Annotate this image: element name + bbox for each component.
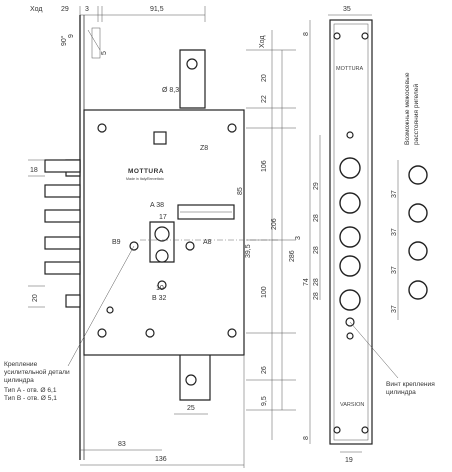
brand-plate-text: MOTTURA — [128, 168, 164, 175]
dim-z8: Z8 — [200, 145, 208, 152]
dim-17: 17 — [159, 214, 167, 221]
dim-fp-74: 74 — [303, 278, 310, 286]
dim-right-286: 286 — [289, 250, 296, 262]
dim-bottom-136: 136 — [155, 456, 167, 463]
dim-right-20: 20 — [261, 74, 268, 82]
callout-screw-2: цилиндра — [386, 389, 416, 396]
left-bolt-4 — [44, 236, 81, 250]
left-latch — [65, 294, 81, 308]
bottom-tab-hole — [185, 374, 197, 386]
callout-cylinder-screw: Винт крепления цилиндра — [349, 321, 435, 396]
dim-right-22: 22 — [261, 95, 268, 103]
left-section-view: 18 20 90° 9 5 — [28, 15, 108, 460]
option-bolt-3 — [408, 241, 428, 261]
dim-right-100: 100 — [261, 286, 268, 298]
left-bolt-1 — [44, 159, 81, 173]
bolt-spacing-options: Возможные межосевые расстояния ригелей 3… — [391, 72, 428, 320]
brand-small-text: Made in Italy/Brevettato — [126, 177, 164, 181]
option-bolt-4 — [408, 280, 428, 300]
dim-right-3: 3 — [295, 236, 302, 240]
dim-fp-8b: 8 — [303, 436, 310, 440]
dim-a8: A8 — [203, 239, 212, 246]
hod-side-label: Ход — [259, 36, 266, 48]
bottom-dimensions: 25 83 136 — [80, 355, 245, 468]
faceplate-view: 35 MOTTURA VARSION 8 29 28 28 28 74 28 8… — [303, 6, 373, 464]
left-bolt-5 — [44, 261, 81, 275]
faceplate-bolt-3 — [339, 226, 361, 248]
faceplate-bolt-1 — [339, 157, 361, 179]
dim-right-85: 85 — [237, 187, 244, 195]
side-note-line-1: Возможные межосевые — [404, 72, 411, 145]
callout-cyl-1: Крепление — [4, 361, 38, 368]
body-right-dimensions: Ход 20 22 106 85 206 39,5 100 26 9,5 286… — [237, 30, 302, 440]
dim-right-9-5: 9,5 — [261, 396, 268, 406]
dim-fp-28c: 28 — [313, 278, 320, 286]
dim-bottom-19: 19 — [345, 457, 353, 464]
callout-cyl-typeB: Тип B - отв. Ø 5,1 — [4, 395, 57, 402]
dim-a38: A 38 — [150, 202, 164, 209]
faceplate-bottom-text: VARSION — [340, 402, 364, 408]
left-bolt-3 — [44, 209, 81, 223]
dim-left-90: 90° — [60, 35, 68, 46]
dim-bottom-25: 25 — [187, 405, 195, 412]
dim-10: 10 — [156, 285, 164, 292]
dim-fp-29: 29 — [313, 182, 320, 190]
dim-phi83: Ø 8,3 — [162, 87, 179, 94]
faceplate-brand: MOTTURA — [336, 66, 364, 72]
dim-right-39-5: 39,5 — [245, 244, 252, 258]
side-note-line-2: расстояния ригелей — [412, 84, 420, 145]
faceplate-bolt-4 — [339, 255, 361, 277]
dim-fp-28b: 28 — [313, 246, 320, 254]
lock-body: MOTTURA Made in Italy/Brevettato A 38 17… — [83, 49, 280, 401]
dim-side-37b: 37 — [391, 228, 398, 236]
spindle-square — [153, 131, 167, 145]
dim-left-18: 18 — [30, 167, 38, 174]
top-tab-hole — [186, 58, 198, 70]
callout-cyl-2: усилительной детали — [4, 368, 70, 376]
hod-top-label: Ход — [30, 6, 42, 13]
dim-left-9: 9 — [68, 34, 75, 38]
dim-bottom-83: 83 — [118, 441, 126, 448]
dim-3: 3 — [85, 6, 89, 13]
callout-cyl-3: цилиндра — [4, 377, 34, 384]
dim-right-26: 26 — [261, 366, 268, 374]
dim-side-37c: 37 — [391, 266, 398, 274]
dim-left-5: 5 — [101, 51, 108, 55]
dim-b9: B9 — [112, 239, 121, 246]
callout-cylinder-reinforcement: Крепление усилительной детали цилиндра Т… — [4, 245, 135, 402]
dim-fp-28a: 28 — [313, 214, 320, 222]
dim-top-35: 35 — [343, 6, 351, 13]
dim-fp-8: 8 — [303, 32, 310, 36]
option-bolt-1 — [408, 165, 428, 185]
top-dimension-group: Ход 29 3 91,5 — [30, 6, 206, 22]
dim-side-37a: 37 — [391, 190, 398, 198]
left-bolt-2 — [44, 184, 81, 198]
callout-cyl-typeA: Тип A - отв. Ø 6,1 — [4, 387, 57, 394]
dim-91-5: 91,5 — [150, 6, 164, 13]
option-bolt-2 — [408, 203, 428, 223]
dim-29: 29 — [61, 6, 69, 13]
dim-b32: B 32 — [152, 295, 167, 302]
dim-right-206: 206 — [271, 218, 278, 230]
callout-screw-1: Винт крепления — [386, 381, 435, 388]
faceplate-bolt-2 — [339, 192, 361, 214]
faceplate-bolt-5 — [339, 289, 361, 311]
dim-left-20: 20 — [32, 294, 39, 302]
dim-fp-28d: 28 — [313, 292, 320, 300]
dim-right-106: 106 — [261, 160, 268, 172]
dim-side-37d: 37 — [391, 305, 398, 313]
